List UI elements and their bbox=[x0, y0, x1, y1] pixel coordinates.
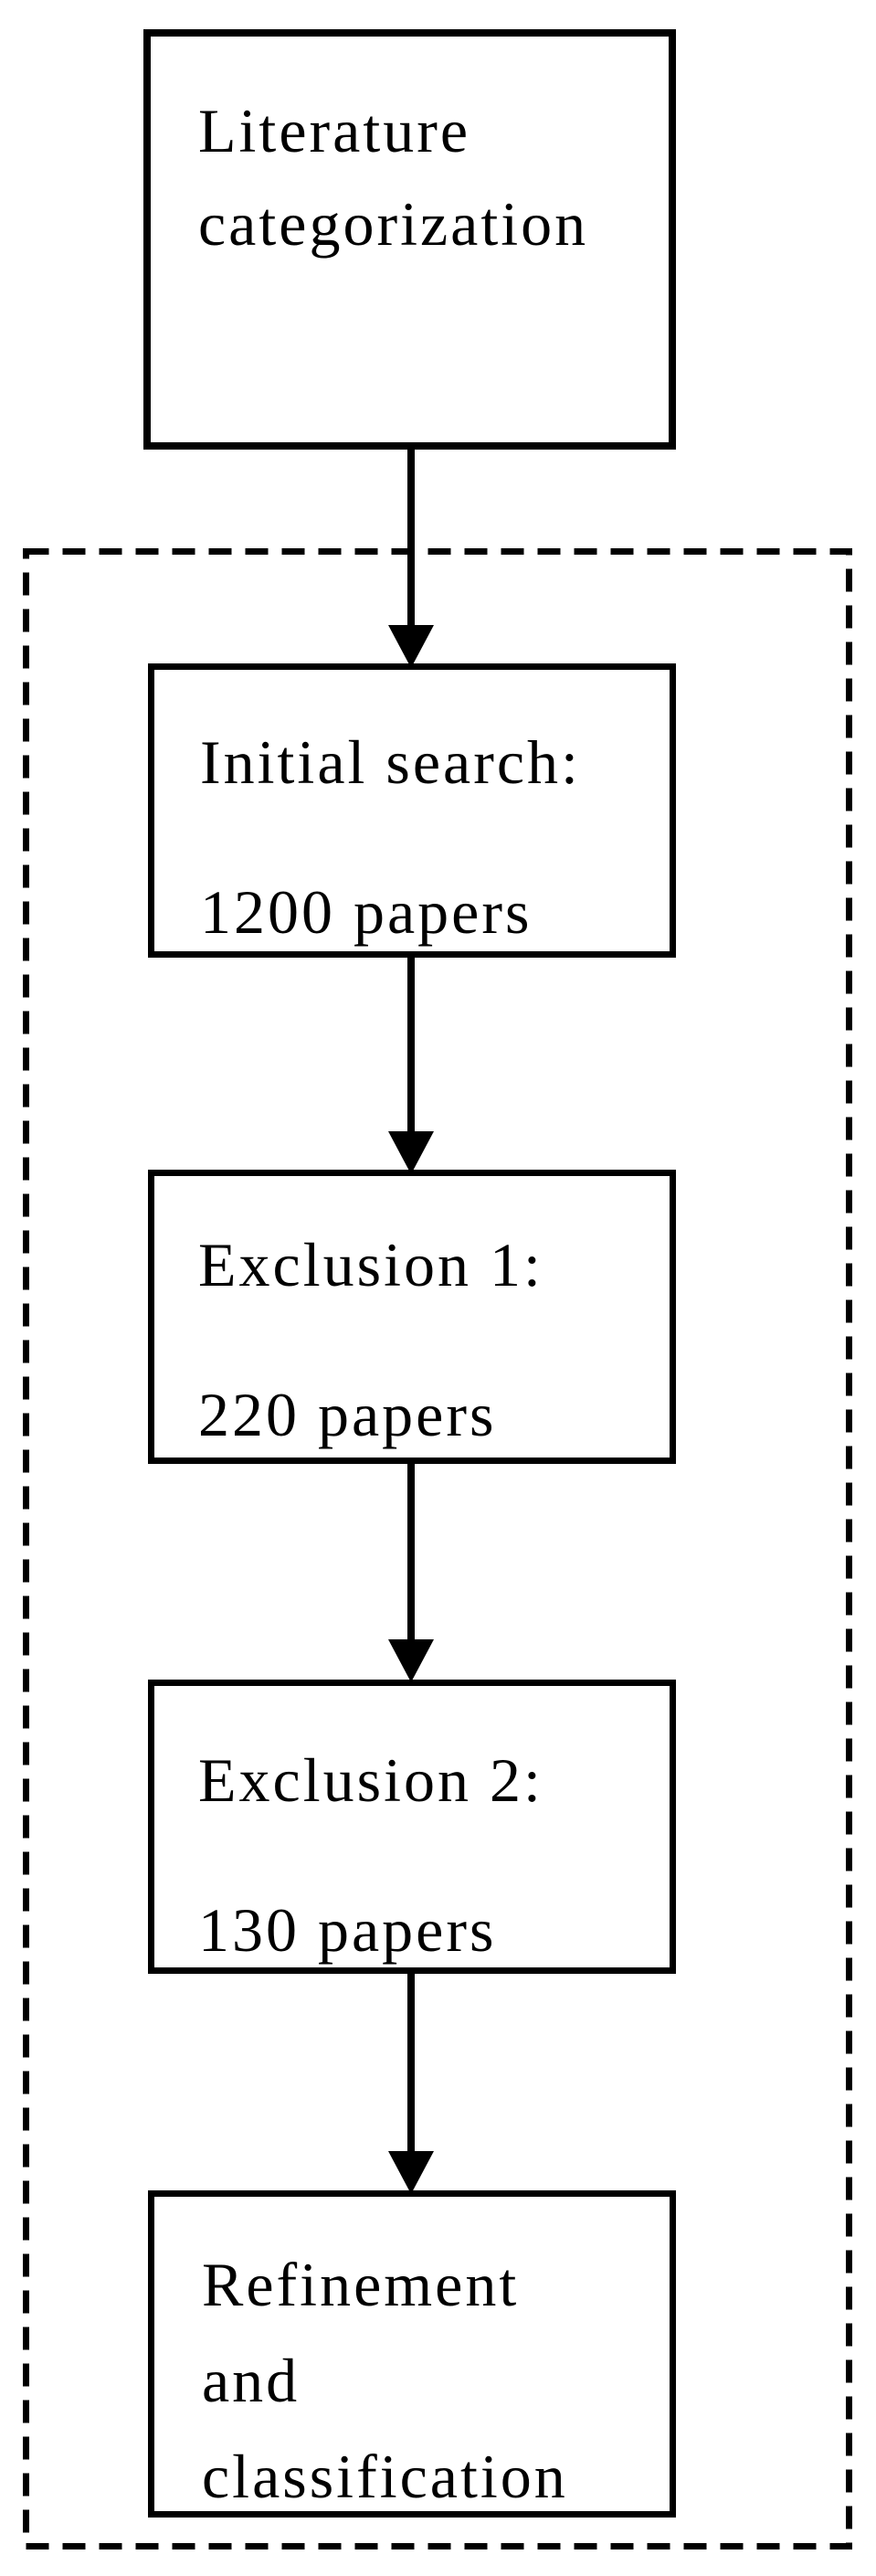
node-text-line: classification bbox=[202, 2442, 568, 2511]
node-initial-search: Initial search: 1200 papers bbox=[148, 663, 676, 958]
node-text-line: 220 papers bbox=[198, 1380, 497, 1449]
node-text-line: Exclusion 2: bbox=[198, 1745, 544, 1815]
node-exclusion-2: Exclusion 2: 130 papers bbox=[148, 1680, 676, 1974]
node-refinement-classification: Refinement and classification bbox=[148, 2190, 676, 2518]
node-text-line: 1200 papers bbox=[200, 877, 533, 947]
arrowhead-icon bbox=[388, 1131, 434, 1174]
arrowhead-icon bbox=[388, 1639, 434, 1682]
node-text-line: Exclusion 1: bbox=[198, 1230, 544, 1299]
arrowhead-icon bbox=[388, 625, 434, 668]
connector-arrow-4 bbox=[388, 1972, 434, 2194]
node-text-line: and bbox=[202, 2346, 301, 2415]
node-text-line: Refinement bbox=[202, 2250, 520, 2319]
node-text-line: 130 papers bbox=[198, 1895, 497, 1965]
node-text-line: Initial search: bbox=[200, 727, 581, 797]
node-text-line: Literature bbox=[198, 96, 471, 165]
connector-arrow-1 bbox=[388, 448, 434, 668]
arrowhead-icon bbox=[388, 2151, 434, 2194]
connector-arrow-2 bbox=[388, 956, 434, 1174]
connector-arrow-3 bbox=[388, 1462, 434, 1682]
node-literature-categorization: Literature categorization bbox=[143, 29, 676, 450]
node-text-line: categorization bbox=[198, 189, 589, 259]
node-exclusion-1: Exclusion 1: 220 papers bbox=[148, 1170, 676, 1464]
